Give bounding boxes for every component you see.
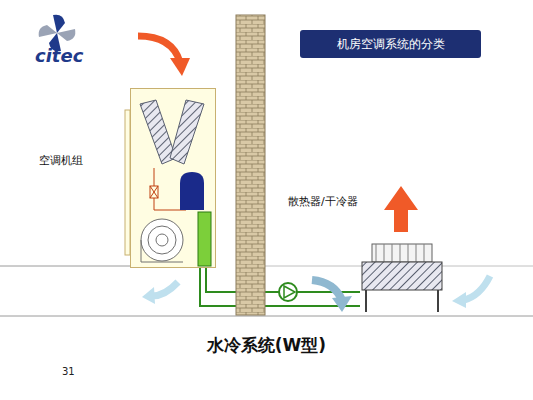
airflow-arrow: [142, 287, 155, 304]
ac-unit: 空调机组: [130, 88, 216, 268]
heat-arrow: [384, 186, 418, 232]
fan: [141, 219, 183, 262]
airflow-arrow: [452, 292, 466, 308]
condenser-plate: [198, 212, 211, 266]
compressor: [180, 172, 204, 210]
title-text: 机房空调系统的分类: [337, 36, 445, 53]
title-box: 机房空调系统的分类: [300, 30, 481, 58]
evaporator-coil: [140, 100, 204, 164]
airflow-arrow: [152, 282, 178, 296]
airflow-arrow: [170, 58, 190, 76]
caption: 水冷系统(W型): [0, 334, 533, 357]
unit-body: [130, 88, 216, 268]
floor-line: [0, 266, 140, 267]
airflow-arrow: [312, 280, 342, 300]
airflow-arrow: [464, 276, 490, 300]
unit-label: 散热器/干冷器: [288, 194, 358, 209]
unit-label: 空调机组: [39, 153, 83, 168]
page-number: 31: [62, 366, 75, 377]
water-pump: [279, 283, 297, 301]
dry-cooler-unit: 散热器/干冷器: [360, 242, 444, 314]
dry-cooler: [362, 244, 442, 312]
airflow-arrow: [332, 296, 352, 312]
floor-line: [0, 316, 533, 317]
brick-wall: [236, 15, 265, 315]
logo-text: citec: [35, 45, 83, 66]
